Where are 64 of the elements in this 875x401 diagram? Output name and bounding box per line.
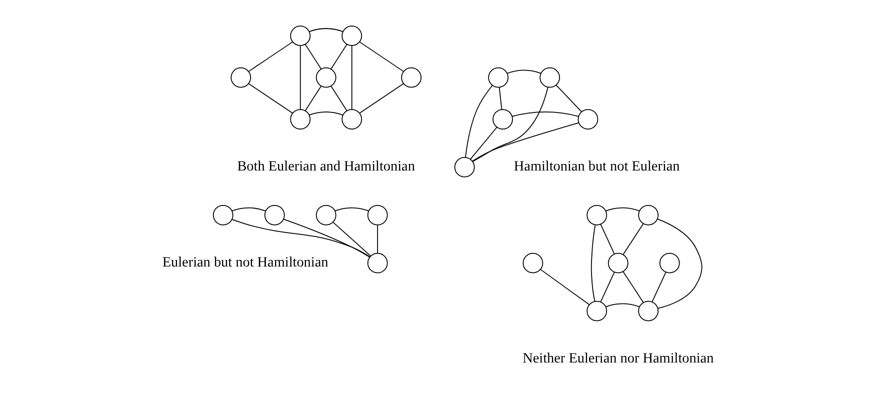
connector: [498, 86, 502, 110]
connector: [308, 28, 344, 32]
connector: [359, 83, 404, 114]
node-circle: [522, 252, 544, 274]
connector: [465, 84, 493, 158]
node-circle: [367, 252, 388, 274]
node-circle: [212, 204, 234, 226]
connector: [330, 44, 348, 70]
node-circle: [659, 252, 680, 274]
connector: [605, 303, 640, 308]
connector: [304, 86, 322, 112]
node-circle: [367, 204, 388, 226]
connector: [470, 126, 498, 160]
node-circle: [586, 300, 608, 322]
connector: [248, 41, 294, 72]
node-circle: [492, 109, 513, 130]
node-circle: [401, 67, 422, 88]
connector: [283, 218, 370, 258]
connector: [472, 122, 580, 162]
connector: [232, 207, 266, 212]
connector: [472, 86, 548, 162]
connector: [248, 83, 293, 114]
connector: [657, 218, 702, 309]
connector: [377, 224, 378, 254]
connector: [556, 84, 582, 112]
node-circle: [586, 204, 608, 226]
node-circle: [488, 67, 509, 88]
label: Neither Eulerian nor Hamiltonian: [522, 350, 714, 366]
node-circle: [290, 109, 311, 130]
connector: [330, 86, 348, 112]
label: Hamiltonian but not Eulerian: [514, 158, 680, 175]
node-circle: [454, 157, 475, 178]
node-circle: [578, 109, 598, 130]
connector: [351, 45, 352, 110]
connector: [332, 222, 371, 256]
connector: [590, 224, 596, 302]
node-circle: [264, 204, 285, 226]
connector: [605, 207, 640, 212]
connector: [540, 269, 590, 306]
connector: [232, 218, 370, 258]
node-circle: [316, 204, 336, 226]
connector: [600, 272, 615, 302]
connector: [622, 223, 644, 255]
connector: [512, 112, 579, 117]
connector: [506, 70, 542, 74]
node-circle: [316, 67, 336, 88]
connector: [334, 207, 370, 212]
node-circle: [342, 26, 362, 46]
node-circle: [638, 204, 659, 226]
connector: [600, 224, 615, 254]
label: Eulerian but not Hamiltonian: [162, 254, 328, 270]
node-circle: [290, 26, 311, 46]
connector: [308, 112, 344, 116]
connector: [304, 44, 322, 70]
node-circle: [608, 252, 628, 274]
node-circle: [230, 67, 252, 88]
connector: [652, 272, 666, 302]
connector: [622, 271, 644, 303]
connector: [300, 45, 301, 110]
connector: [359, 41, 404, 72]
node-circle: [638, 300, 659, 322]
node-circle: [342, 109, 362, 130]
node-circle: [540, 67, 560, 88]
label: Both Eulerian and Hamiltonian: [237, 158, 415, 175]
